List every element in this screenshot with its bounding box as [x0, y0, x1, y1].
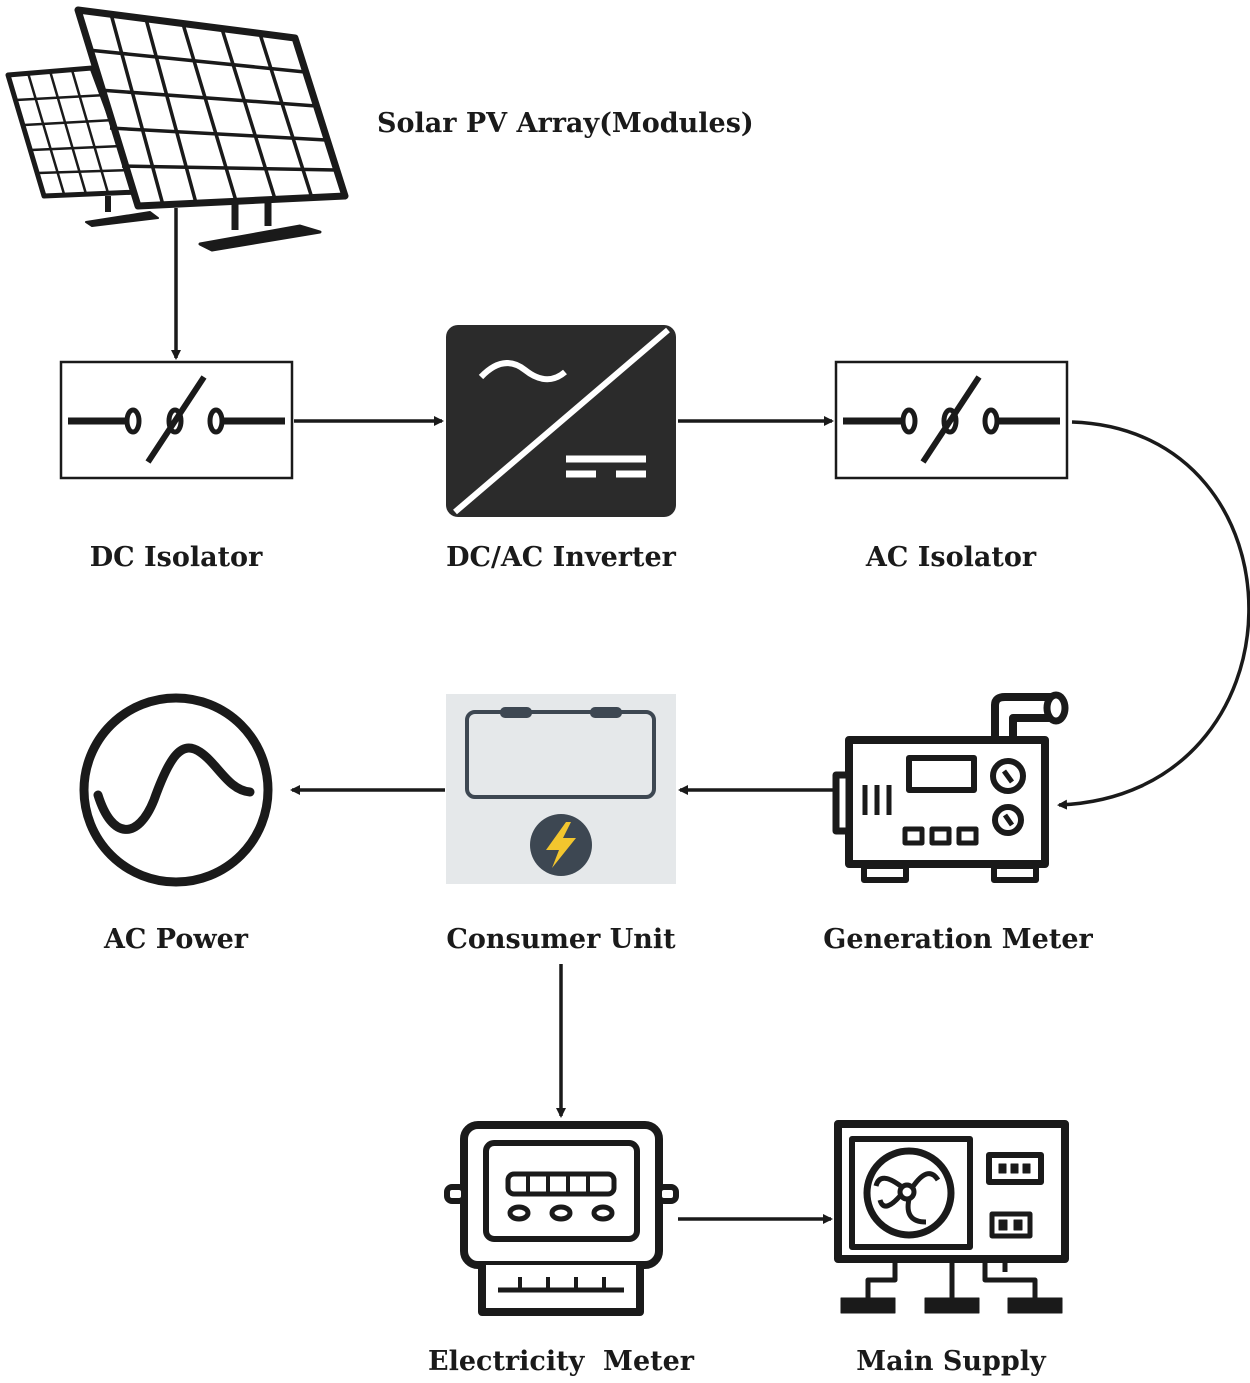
dc-isolator-label: DC Isolator	[89, 542, 263, 573]
dc-isolator-icon	[59, 360, 294, 480]
solar-panel-icon	[5, 6, 349, 252]
inverter-icon	[446, 325, 676, 517]
generation-meter-icon	[832, 691, 1069, 883]
generation-meter-label: Generation Meter	[823, 924, 1093, 955]
ac-isolator-label: AC Isolator	[865, 542, 1037, 573]
electricity-meter-label: Electricity Meter	[427, 1346, 695, 1377]
consumer-unit-label: Consumer Unit	[446, 924, 676, 955]
ac-power-icon	[79, 693, 273, 887]
consumer-unit-icon	[446, 694, 676, 884]
arrow-ac-isolator-to-generation-meter	[1057, 420, 1250, 810]
main-supply-label: Main Supply	[856, 1346, 1046, 1377]
main-supply-icon	[834, 1120, 1069, 1314]
ac-power-label: AC Power	[103, 924, 249, 955]
inverter-label: DC/AC Inverter	[446, 542, 676, 573]
solar-array-label: Solar PV Array(Modules)	[377, 108, 754, 139]
ac-isolator-icon	[834, 360, 1069, 480]
electricity-meter-icon	[444, 1121, 679, 1316]
